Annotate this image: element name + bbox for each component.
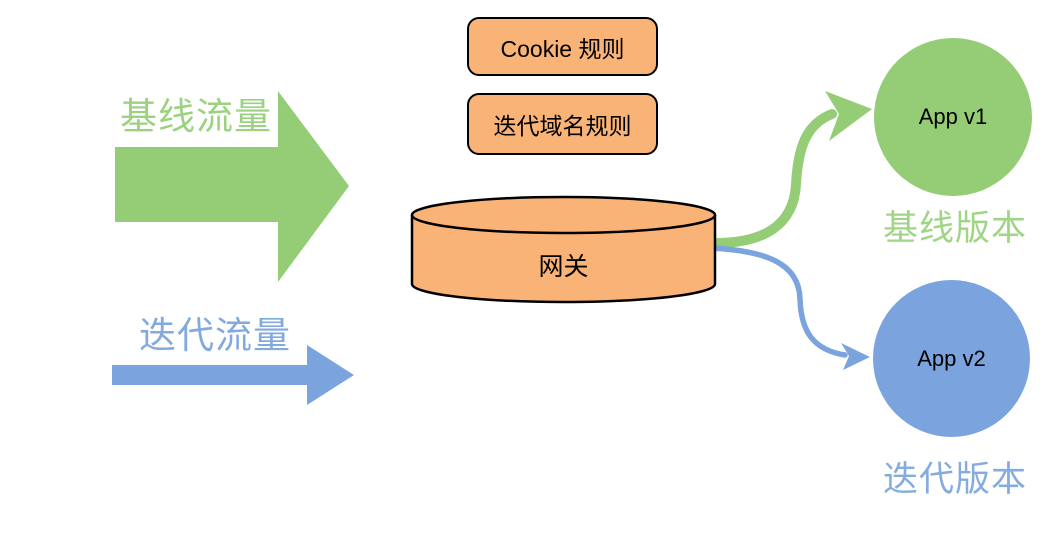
iteration-version-caption: 迭代版本 bbox=[882, 460, 1027, 499]
gateway-to-appv2-arrowhead bbox=[841, 343, 870, 370]
gateway-cylinder bbox=[410, 195, 717, 304]
domain-rule-box: 迭代域名规则 bbox=[467, 93, 658, 155]
gateway-label: 网关 bbox=[538, 253, 589, 281]
iteration-traffic-arrow bbox=[112, 345, 354, 405]
domain-rule-label: 迭代域名规则 bbox=[493, 113, 632, 139]
app-v1-node: App v1 bbox=[874, 38, 1032, 196]
gateway-to-appv1-connector bbox=[707, 109, 837, 249]
gateway-to-appv1-arrowhead bbox=[825, 91, 872, 141]
app-v2-node: App v2 bbox=[873, 280, 1030, 437]
baseline-traffic-arrow bbox=[115, 91, 349, 282]
cookie-rule-box: Cookie 规则 bbox=[467, 17, 658, 76]
app-v2-label: App v2 bbox=[917, 345, 986, 371]
baseline-version-caption: 基线版本 bbox=[882, 209, 1027, 248]
cookie-rule-label: Cookie 规则 bbox=[500, 35, 625, 62]
gateway-to-appv2-connector bbox=[709, 245, 848, 358]
baseline-traffic-label: 基线流量 bbox=[120, 96, 272, 137]
iteration-traffic-label: 迭代流量 bbox=[139, 315, 291, 356]
app-v1-label: App v1 bbox=[918, 104, 988, 129]
